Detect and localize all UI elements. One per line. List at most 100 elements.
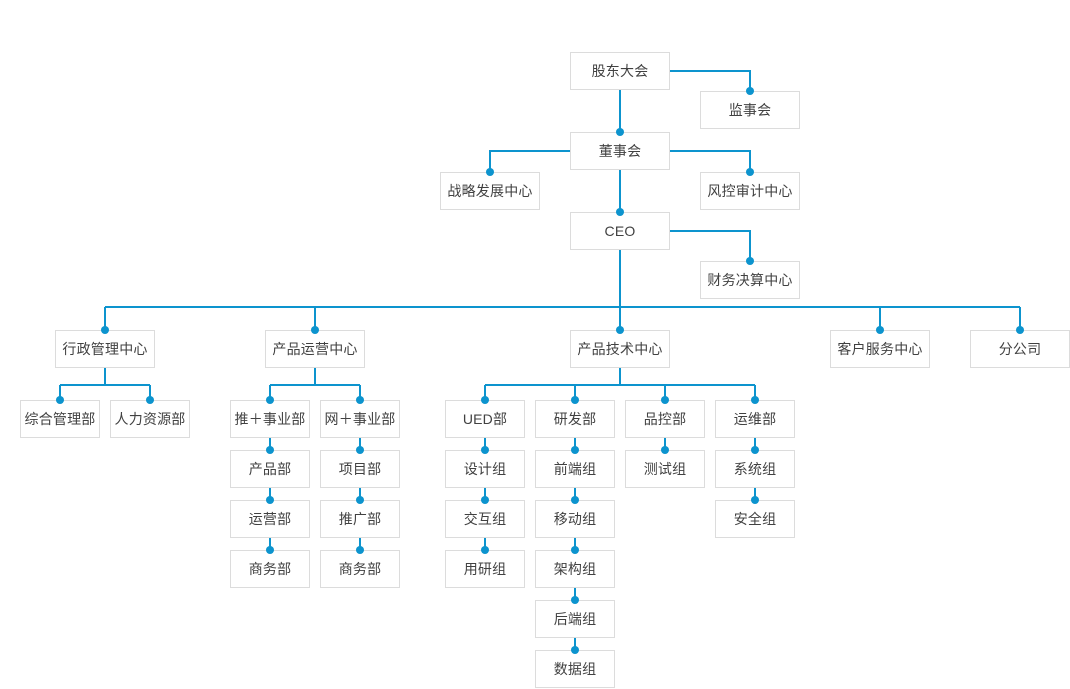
org-node-label: 前端组 <box>553 461 597 477</box>
connector-line <box>670 150 751 172</box>
org-node[interactable]: 架构组 <box>535 550 615 588</box>
org-node-label: 产品运营中心 <box>272 341 358 357</box>
org-node-label: 研发部 <box>553 411 597 427</box>
org-node-label: 股东大会 <box>591 63 649 79</box>
org-node[interactable]: 监事会 <box>700 91 800 129</box>
org-node-label: 网＋事业部 <box>324 411 396 427</box>
org-node-label: 财务决算中心 <box>707 272 793 288</box>
org-node-label: 产品部 <box>248 461 292 477</box>
org-node[interactable]: 行政管理中心 <box>55 330 155 368</box>
org-node[interactable]: 分公司 <box>970 330 1070 368</box>
connector-dot <box>571 546 579 554</box>
org-node[interactable]: 前端组 <box>535 450 615 488</box>
org-node[interactable]: 设计组 <box>445 450 525 488</box>
org-node-label: 系统组 <box>733 461 777 477</box>
org-node[interactable]: 安全组 <box>715 500 795 538</box>
org-node[interactable]: 战略发展中心 <box>440 172 540 210</box>
org-node[interactable]: 系统组 <box>715 450 795 488</box>
org-node[interactable]: 综合管理部 <box>20 400 100 438</box>
connector-line <box>670 70 751 91</box>
connector-dot <box>356 496 364 504</box>
connector-dot <box>661 396 669 404</box>
org-node[interactable]: 移动组 <box>535 500 615 538</box>
org-node-label: 后端组 <box>553 611 597 627</box>
connector-dot <box>481 546 489 554</box>
connector-dot <box>746 87 754 95</box>
org-node-label: 测试组 <box>643 461 687 477</box>
org-node[interactable]: UED部 <box>445 400 525 438</box>
org-node-label: 数据组 <box>553 661 597 677</box>
connector-dot <box>616 208 624 216</box>
org-node-label: 运维部 <box>733 411 777 427</box>
org-node[interactable]: 财务决算中心 <box>700 261 800 299</box>
org-node[interactable]: 运维部 <box>715 400 795 438</box>
connector-dot <box>481 446 489 454</box>
org-node-label: 综合管理部 <box>24 411 96 427</box>
org-node[interactable]: 项目部 <box>320 450 400 488</box>
connector-dot <box>266 396 274 404</box>
org-node[interactable]: 人力资源部 <box>110 400 190 438</box>
org-node[interactable]: 股东大会 <box>570 52 670 90</box>
org-node[interactable]: 产品运营中心 <box>265 330 365 368</box>
org-node-label: 用研组 <box>463 561 507 577</box>
org-node-label: 安全组 <box>733 511 777 527</box>
connector-line <box>670 230 751 261</box>
org-node-label: 监事会 <box>728 102 772 118</box>
org-node-label: 人力资源部 <box>114 411 186 427</box>
connector-dot <box>876 326 884 334</box>
connector-dot <box>486 168 494 176</box>
connector-dot <box>356 396 364 404</box>
connector-dot <box>751 496 759 504</box>
org-node[interactable]: 测试组 <box>625 450 705 488</box>
connector-dot <box>56 396 64 404</box>
org-node-label: 交互组 <box>463 511 507 527</box>
org-node[interactable]: 商务部 <box>320 550 400 588</box>
org-node[interactable]: CEO <box>570 212 670 250</box>
connector-dot <box>481 396 489 404</box>
connector-dot <box>661 446 669 454</box>
org-node[interactable]: 产品部 <box>230 450 310 488</box>
connector-dot <box>356 546 364 554</box>
connector-dot <box>266 446 274 454</box>
org-node[interactable]: 风控审计中心 <box>700 172 800 210</box>
org-node[interactable]: 推广部 <box>320 500 400 538</box>
connector-dot <box>746 168 754 176</box>
org-node-label: 移动组 <box>553 511 597 527</box>
connector-dot <box>266 496 274 504</box>
org-node[interactable]: 运营部 <box>230 500 310 538</box>
org-node[interactable]: 数据组 <box>535 650 615 688</box>
org-node-label: 风控审计中心 <box>707 183 793 199</box>
org-node[interactable]: 研发部 <box>535 400 615 438</box>
org-node-label: 架构组 <box>553 561 597 577</box>
org-node-label: 客户服务中心 <box>837 341 923 357</box>
org-node[interactable]: 董事会 <box>570 132 670 170</box>
org-node-label: 商务部 <box>338 561 382 577</box>
connector-dot <box>751 396 759 404</box>
connector-dot <box>101 326 109 334</box>
connector-dot <box>571 496 579 504</box>
org-node[interactable]: 后端组 <box>535 600 615 638</box>
connector-dot <box>481 496 489 504</box>
connector-dot <box>266 546 274 554</box>
connector-dot <box>616 326 624 334</box>
connector-dot <box>356 446 364 454</box>
org-node[interactable]: 用研组 <box>445 550 525 588</box>
connector-dot <box>571 446 579 454</box>
connector-dot <box>1016 326 1024 334</box>
org-node[interactable]: 产品技术中心 <box>570 330 670 368</box>
org-node-label: 产品技术中心 <box>577 341 663 357</box>
org-node-label: 董事会 <box>598 143 642 159</box>
org-node-label: CEO <box>604 223 636 239</box>
org-node[interactable]: 品控部 <box>625 400 705 438</box>
connector-dot <box>571 646 579 654</box>
connector-dot <box>571 396 579 404</box>
org-node-label: UED部 <box>462 411 508 427</box>
org-node[interactable]: 商务部 <box>230 550 310 588</box>
connector-line <box>489 150 570 172</box>
connector-dot <box>311 326 319 334</box>
org-node[interactable]: 交互组 <box>445 500 525 538</box>
org-node[interactable]: 推＋事业部 <box>230 400 310 438</box>
org-node[interactable]: 网＋事业部 <box>320 400 400 438</box>
org-node[interactable]: 客户服务中心 <box>830 330 930 368</box>
